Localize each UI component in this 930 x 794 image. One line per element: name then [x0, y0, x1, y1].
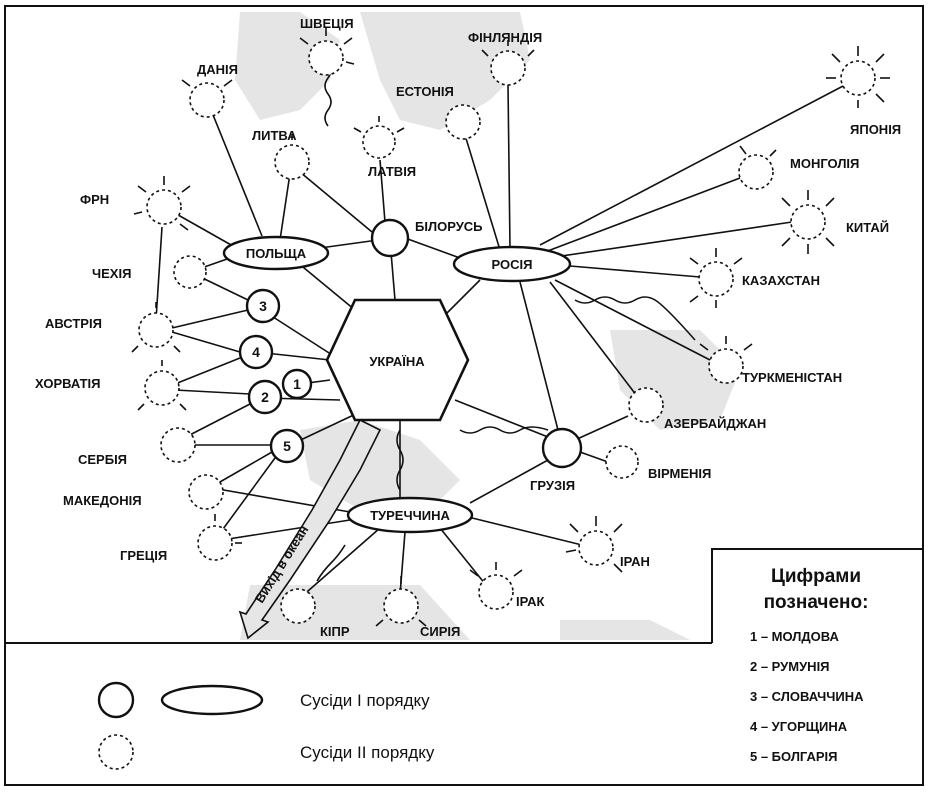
key-item-2: 2 – РУМУНІЯ — [750, 659, 830, 674]
syria-node — [383, 588, 419, 624]
kazakhstan-node — [698, 261, 734, 297]
china-node — [790, 204, 826, 240]
syria-label: СИРІЯ — [420, 624, 460, 639]
turkmenistan-label: ТУРКМЕНІСТАН — [742, 370, 842, 385]
austria-label: АВСТРІЯ — [45, 316, 102, 331]
legend-first-order-label: Сусіди І порядку — [300, 691, 430, 710]
georgia-node — [541, 427, 583, 469]
second-order-nodes: ШВЕЦІЯ ФІНЛЯНДІЯ ДАНІЯ ЕСТОНІЯ ЛИТВА ЛАТ… — [35, 16, 901, 639]
neighbor-3-label: 3 — [259, 298, 267, 314]
number-key: Цифрами позначено: 1 – МОЛДОВА 2 – РУМУН… — [750, 566, 868, 764]
serbia-node — [160, 427, 196, 463]
first-order-circles: БІЛОРУСЬ ГРУЗІЯ — [370, 218, 583, 493]
lithuania-node — [274, 144, 310, 180]
czechia-label: ЧЕХІЯ — [92, 266, 131, 281]
russia-label: РОСІЯ — [492, 257, 533, 272]
key-title-line1: Цифрами — [771, 566, 861, 587]
legend-first-order-ellipse — [160, 684, 264, 716]
turkey-label: ТУРЕЧЧИНА — [370, 508, 450, 523]
legend: Сусіди І порядку Сусіди ІІ порядку — [97, 681, 435, 770]
latvia-node — [362, 125, 396, 159]
mongolia-label: МОНГОЛІЯ — [790, 156, 859, 171]
neighbor-3-node — [245, 288, 281, 324]
cyprus-label: КІПР — [320, 624, 350, 639]
key-item-1: 1 – МОЛДОВА — [750, 629, 840, 644]
neighbor-1-node — [281, 368, 313, 400]
finland-label: ФІНЛЯНДІЯ — [468, 30, 542, 45]
key-item-3: 3 – СЛОВАЧЧИНА — [750, 689, 864, 704]
first-order-ellipses: ПОЛЬЩА РОСІЯ ТУРЕЧЧИНА — [222, 235, 572, 534]
croatia-label: ХОРВАТІЯ — [35, 376, 101, 391]
poland-label: ПОЛЬЩА — [246, 246, 307, 261]
austria-node — [138, 312, 174, 348]
china-label: КИТАЙ — [846, 220, 889, 235]
neighbor-1-label: 1 — [293, 376, 301, 392]
iraq-label: ІРАК — [516, 594, 545, 609]
poland-node — [222, 235, 330, 271]
iran-node — [578, 530, 614, 566]
legend-first-order-circle — [97, 681, 135, 719]
turkmenistan-node — [708, 348, 744, 384]
frn-label: ФРН — [80, 192, 109, 207]
belarus-label: БІЛОРУСЬ — [415, 219, 483, 234]
neighbor-5-node — [269, 428, 305, 464]
macedonia-label: МАКЕДОНІЯ — [63, 493, 142, 508]
legend-second-order-label: Сусіди ІІ порядку — [300, 743, 435, 762]
estonia-label: ЕСТОНІЯ — [396, 84, 454, 99]
frn-node — [146, 189, 182, 225]
edges — [155, 61, 846, 599]
denmark-label: ДАНІЯ — [197, 62, 238, 77]
legend-second-order-circle — [98, 734, 134, 770]
sweden-node — [308, 40, 344, 76]
georgia-label: ГРУЗІЯ — [530, 478, 575, 493]
finland-node — [490, 50, 526, 86]
outer-frame — [4, 5, 924, 786]
neighbor-2-node — [247, 379, 283, 415]
turkey-node — [346, 496, 474, 534]
mongolia-node — [738, 154, 774, 190]
greece-label: ГРЕЦІЯ — [120, 548, 167, 563]
greece-node — [197, 525, 233, 561]
neighbor-4-node — [238, 334, 274, 370]
neighbor-4-label: 4 — [252, 344, 260, 360]
estonia-node — [445, 104, 481, 140]
kazakhstan-label: КАЗАХСТАН — [742, 273, 820, 288]
iraq-node — [478, 574, 514, 610]
denmark-node — [189, 82, 225, 118]
latvia-label: ЛАТВІЯ — [368, 164, 416, 179]
key-item-5: 5 – БОЛГАРІЯ — [750, 749, 838, 764]
azerbaijan-node — [628, 387, 664, 423]
japan-label: ЯПОНІЯ — [850, 122, 901, 137]
serbia-label: СЕРБІЯ — [78, 452, 127, 467]
ukraine-hexagon — [325, 298, 470, 422]
key-title-line2: позначено: — [764, 592, 869, 613]
armenia-node — [605, 445, 639, 479]
belarus-node — [370, 218, 410, 258]
numbered-circles: 1 2 3 4 5 — [238, 288, 313, 464]
key-box-border — [711, 548, 923, 643]
armenia-label: ВІРМЕНІЯ — [648, 466, 711, 481]
sweden-label: ШВЕЦІЯ — [300, 16, 354, 31]
neighbor-2-label: 2 — [261, 389, 269, 405]
iran-label: ІРАН — [620, 554, 650, 569]
czechia-node — [173, 255, 207, 289]
neighbor-5-label: 5 — [283, 438, 291, 454]
macedonia-node — [188, 474, 224, 510]
key-item-4: 4 – УГОРЩИНА — [750, 719, 848, 734]
ukraine-label: УКРАЇНА — [369, 354, 425, 369]
japan-node — [840, 60, 876, 96]
lithuania-label: ЛИТВА — [252, 128, 297, 143]
croatia-node — [144, 370, 180, 406]
cyprus-node — [280, 588, 316, 624]
russia-node — [452, 245, 572, 283]
azerbaijan-label: АЗЕРБАЙДЖАН — [664, 416, 766, 431]
